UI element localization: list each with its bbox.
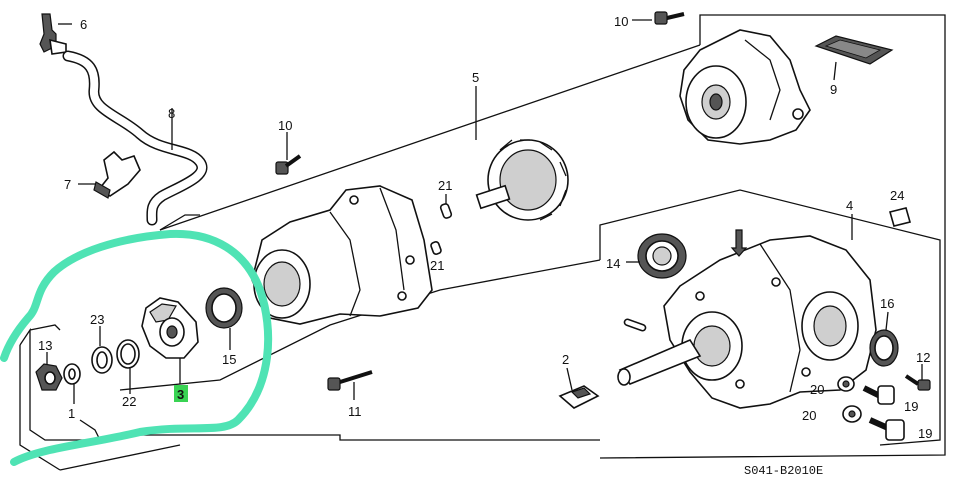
callout-8: 8 <box>168 106 175 121</box>
part-4-differential-assembly <box>663 214 877 409</box>
callout-3: 3 <box>177 387 184 402</box>
callout-6: 6 <box>80 17 87 32</box>
dowel-pin <box>623 318 647 332</box>
part-19-bolt-lower <box>868 417 905 441</box>
callout-20-upper: 20 <box>810 382 824 397</box>
pinion-shaft <box>617 338 702 386</box>
callout-3-highlight-bg <box>174 385 188 402</box>
part-12-bolt <box>904 364 931 391</box>
part-16-bearing <box>869 311 899 367</box>
differential-case-housing <box>251 185 433 325</box>
part-5-gear-assembly <box>475 86 569 221</box>
drawing-code: S041-B2010E <box>744 464 823 478</box>
callout-1: 1 <box>68 406 75 421</box>
pump-housing <box>679 29 811 145</box>
part-1-washer <box>63 363 81 404</box>
part-2-clip <box>558 367 600 409</box>
callout-13: 13 <box>38 338 52 353</box>
part-10-bolt-left <box>275 132 302 175</box>
part-7-hose-clip <box>78 150 141 199</box>
part-19-bolt-upper <box>862 385 895 405</box>
callout-22: 22 <box>122 394 136 409</box>
callout-9: 9 <box>830 82 837 97</box>
callout-5: 5 <box>472 70 479 85</box>
callout-24: 24 <box>890 188 904 203</box>
part-20-washer-upper <box>837 376 855 392</box>
part-3-companion-flange <box>141 297 199 384</box>
part-23-washer <box>91 326 113 374</box>
part-21-pin-lower <box>430 241 442 255</box>
callout-20-lower: 20 <box>802 408 816 423</box>
part-8-breather-hose <box>62 50 208 226</box>
callout-10-top: 10 <box>614 14 628 29</box>
callout-23: 23 <box>90 312 104 327</box>
part-21-pin-upper <box>439 194 453 219</box>
callout-15: 15 <box>222 352 236 367</box>
part-10-bolt-top <box>632 11 685 25</box>
callout-16: 16 <box>880 296 894 311</box>
callout-4: 4 <box>846 198 853 213</box>
part-22-o-ring <box>116 339 140 394</box>
part-13-lock-nut <box>35 352 63 391</box>
part-9-label-plate <box>814 35 894 81</box>
callout-2: 2 <box>562 352 569 367</box>
part-6-breather-fitting <box>39 13 72 55</box>
callout-21-lower: 21 <box>430 258 444 273</box>
callout-14: 14 <box>606 256 620 271</box>
part-15-oil-seal <box>205 287 243 350</box>
callout-21-upper: 21 <box>438 178 452 193</box>
callout-7: 7 <box>64 177 71 192</box>
part-24-cap <box>889 207 911 227</box>
callout-11: 11 <box>348 404 362 419</box>
highlight-outline <box>0 229 273 466</box>
callout-12: 12 <box>916 350 930 365</box>
part-11-bolt <box>327 370 373 400</box>
callout-19-upper: 19 <box>904 399 918 414</box>
part-14-oil-seal <box>626 233 687 279</box>
callout-10-left: 10 <box>278 118 292 133</box>
callout-19-lower: 19 <box>918 426 932 441</box>
part-20-washer-lower <box>842 405 862 423</box>
